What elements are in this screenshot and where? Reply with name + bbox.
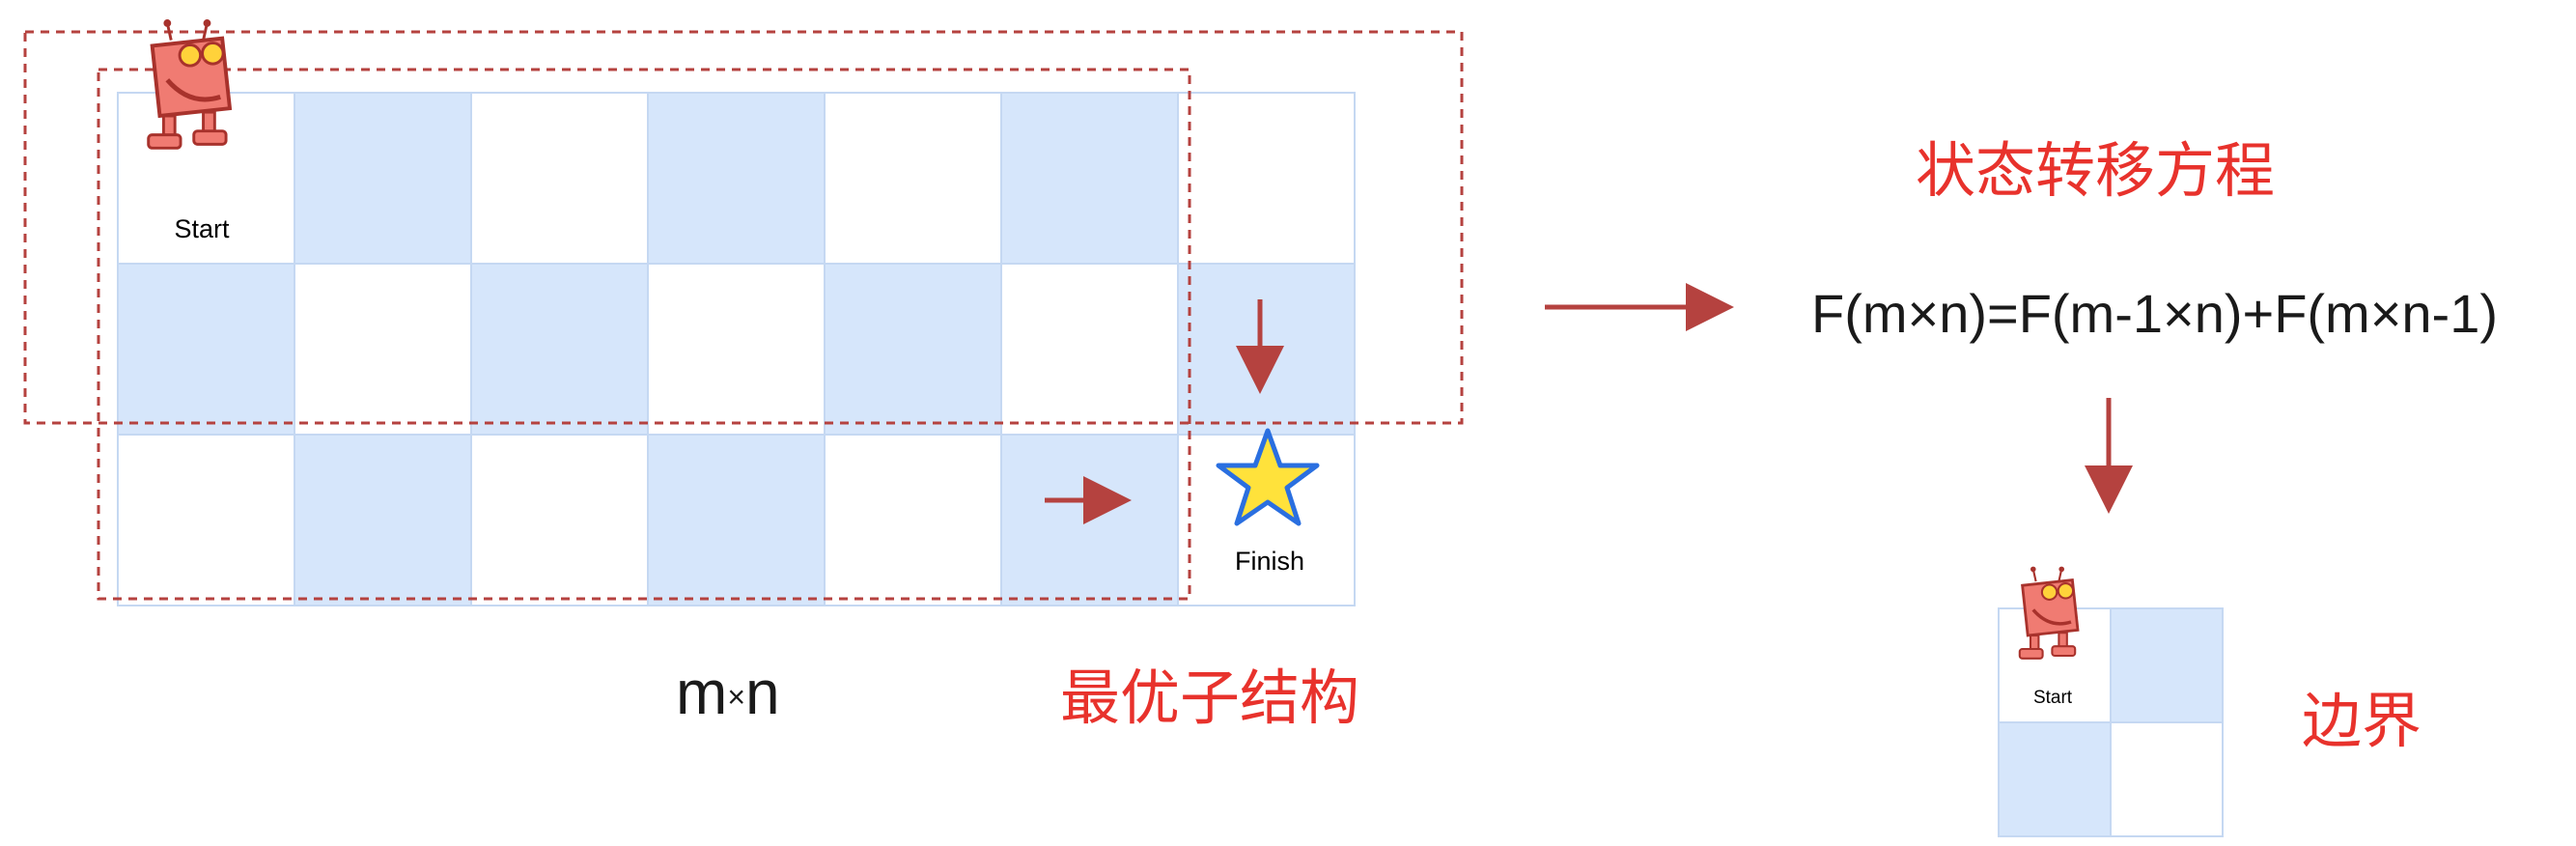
transition-equation: F(m×n)=F(m-1×n)+F(m×n-1)	[1811, 283, 2498, 344]
grid-cell-0-2	[470, 92, 649, 265]
subproblem-left-outline	[97, 68, 1191, 601]
optimal-substructure-label: 最优子结构	[1060, 663, 1360, 733]
size-times: ×	[727, 679, 745, 715]
grid-cell-2-0	[117, 434, 295, 606]
grid-cell-0-5	[1000, 92, 1179, 265]
grid-cell-1-1	[294, 263, 472, 436]
boundary-cell-1-1	[2110, 721, 2224, 837]
grid-cell-1-4	[824, 263, 1002, 436]
start-label: Start	[174, 214, 230, 243]
size-m: m	[676, 658, 728, 727]
small-start-label: Start	[2033, 688, 2073, 708]
grid-cell-2-5	[1000, 434, 1179, 606]
grid-cell-2-2	[470, 434, 649, 606]
grid-cell-1-5	[1000, 263, 1179, 436]
grid-cell-1-0	[117, 263, 295, 436]
grid-cell-0-6	[1177, 92, 1356, 265]
subproblem-top-outline	[23, 30, 1464, 425]
grid-cell-0-3	[647, 92, 826, 265]
grid-size-label: m×n	[676, 657, 780, 728]
boundary-cell-1-0	[1998, 721, 2112, 837]
grid-cell-1-2	[470, 263, 649, 436]
boundary-label: 边界	[2302, 686, 2422, 756]
boundary-cell-0-1	[2110, 607, 2224, 723]
grid-cell-0-4	[824, 92, 1002, 265]
grid-cell-2-3	[647, 434, 826, 606]
grid-cell-1-6	[1177, 263, 1356, 436]
finish-label: Finish	[1235, 547, 1304, 576]
grid-cell-0-1	[294, 92, 472, 265]
grid-cell-1-3	[647, 263, 826, 436]
grid-cell-2-1	[294, 434, 472, 606]
grid-board	[117, 92, 1356, 606]
star-icon	[1216, 428, 1320, 526]
state-transition-label: 状态转移方程	[1916, 135, 2276, 206]
grid-cell-2-4	[824, 434, 1002, 606]
size-n: n	[745, 658, 780, 727]
